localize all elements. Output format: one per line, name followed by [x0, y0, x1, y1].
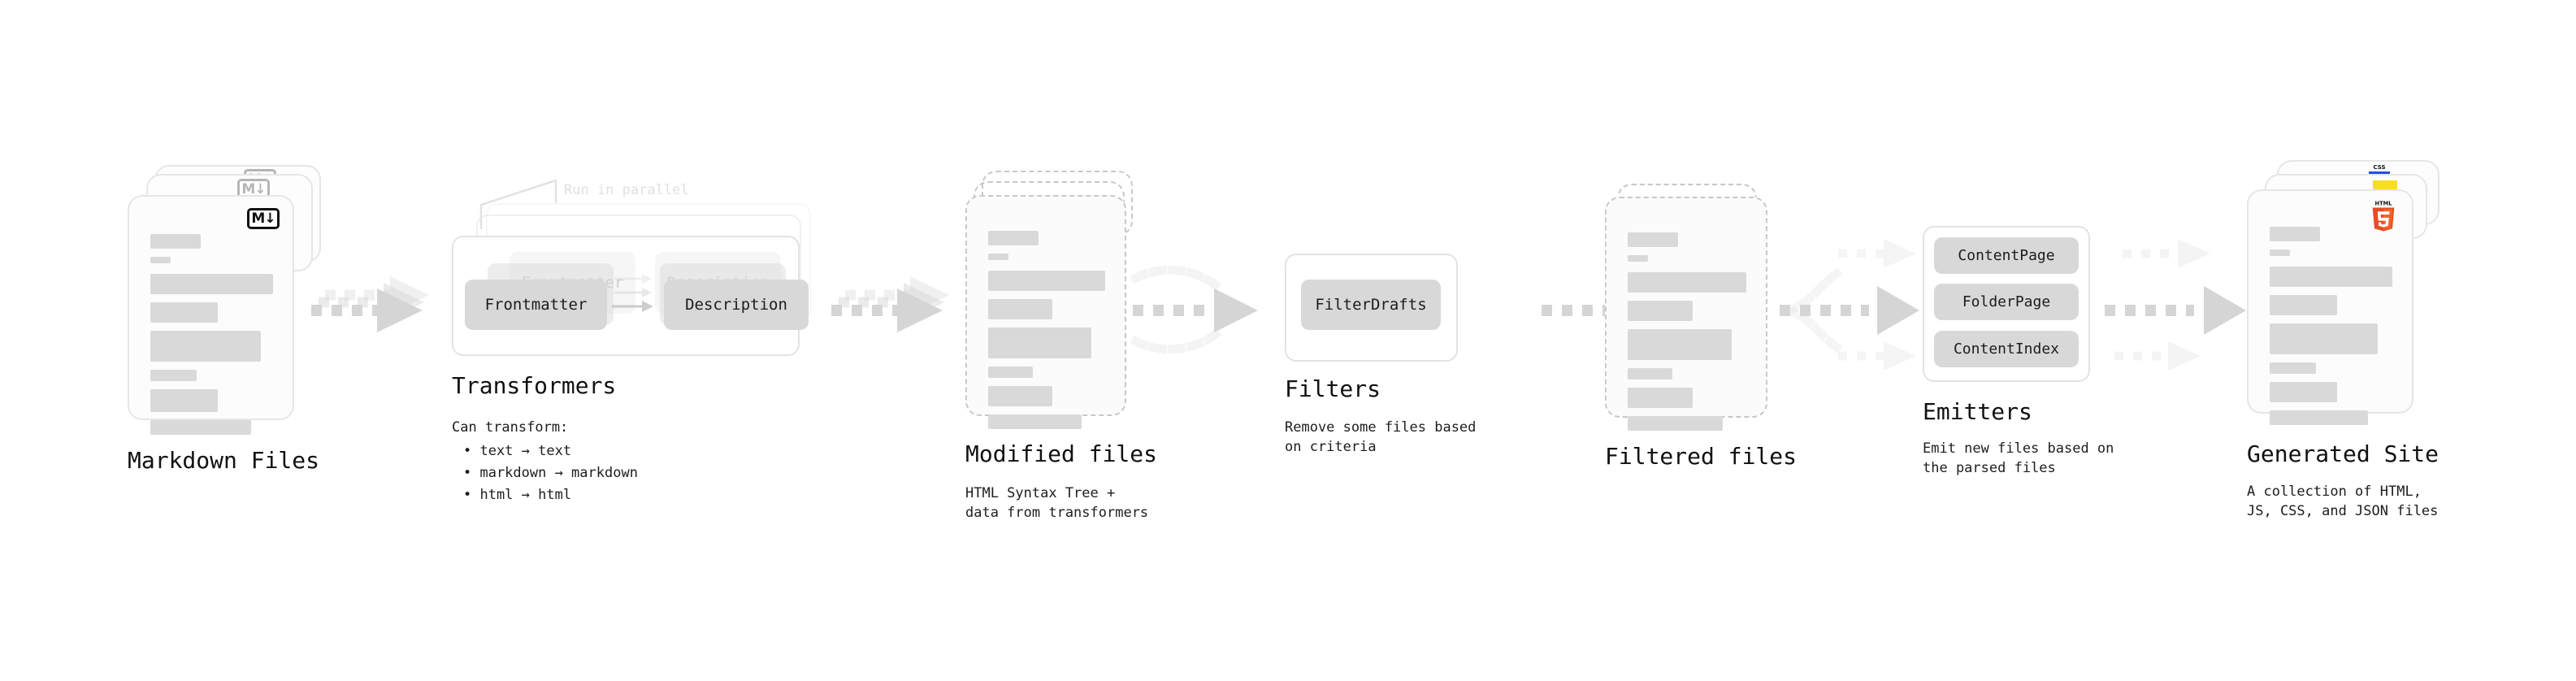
- stage-heading-transformers: Transformers: [452, 372, 617, 399]
- chip-contentindex[interactable]: ContentIndex: [1934, 331, 2079, 367]
- chip-contentpage[interactable]: ContentPage: [1934, 237, 2079, 274]
- filtered-card-front[interactable]: [1605, 197, 1767, 431]
- svg-text:HTML: HTML: [2375, 201, 2393, 207]
- generated-card-front[interactable]: HTML: [2247, 189, 2413, 425]
- markdown-icon: M↓: [247, 208, 280, 229]
- emitters-subtitle: Emit new files based on the parsed files: [1923, 440, 2114, 476]
- markdown-skeleton-bars: [150, 234, 273, 443]
- stage-heading-filters: Filters: [1285, 375, 1381, 402]
- stage-heading-filtered-files: Filtered files: [1605, 443, 1798, 470]
- markdown-card-front[interactable]: M↓: [128, 195, 294, 435]
- chip-frontmatter[interactable]: Frontmatter: [465, 280, 607, 330]
- filtered-skeleton-bars: [1628, 232, 1746, 439]
- run-in-parallel-label: Run in parallel: [564, 182, 689, 198]
- css3-icon-underline: [2369, 171, 2390, 175]
- chip-filterdrafts[interactable]: FilterDrafts: [1301, 280, 1441, 330]
- modified-files-subtitle: HTML Syntax Tree + data from transformer…: [965, 485, 1149, 521]
- css3-icon-label: CSS: [2373, 164, 2386, 171]
- transformers-bullet-2: • html → html: [463, 487, 572, 503]
- css3-icon: CSS: [2369, 165, 2390, 176]
- generated-site-subtitle: A collection of HTML, JS, CSS, and JSON …: [2247, 484, 2439, 519]
- transformers-bullet-0: • text → text: [463, 443, 572, 459]
- stage-heading-modified-files: Modified files: [965, 440, 1158, 467]
- stage-heading-emitters: Emitters: [1923, 398, 2032, 425]
- modified-skeleton-bars: [988, 231, 1105, 437]
- stage-heading-generated-site: Generated Site: [2247, 440, 2439, 467]
- html5-icon: HTML: [2372, 201, 2395, 232]
- chip-folderpage[interactable]: FolderPage: [1934, 284, 2079, 320]
- filters-subtitle: Remove some files based on criteria: [1285, 419, 1477, 455]
- chip-description[interactable]: Description: [664, 280, 809, 330]
- generated-skeleton-bars: [2270, 227, 2392, 433]
- transformers-subtitle: Can transform:: [452, 419, 569, 436]
- modified-card-front[interactable]: [965, 195, 1126, 429]
- transformers-bullet-1: • markdown → markdown: [463, 465, 638, 481]
- stage-heading-markdown-files: Markdown Files: [128, 447, 320, 474]
